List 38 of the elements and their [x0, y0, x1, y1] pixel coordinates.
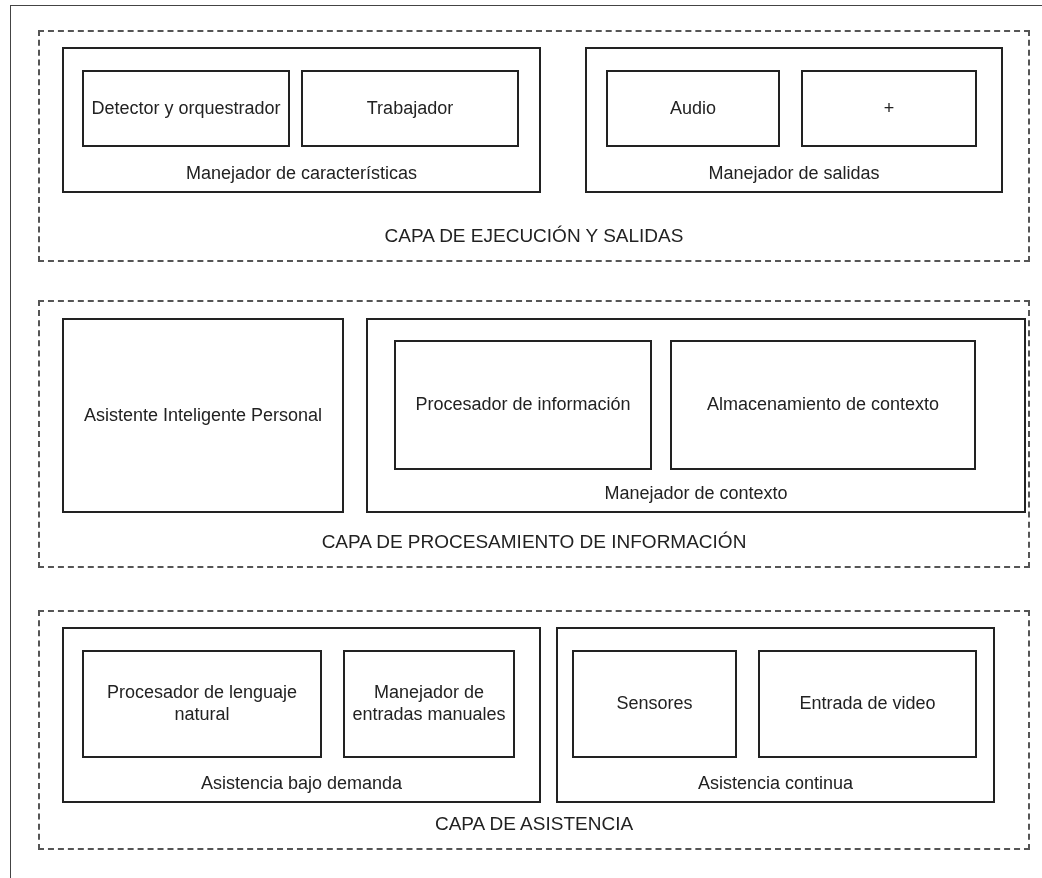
component-box	[82, 70, 290, 147]
component-box	[394, 340, 652, 470]
container-label: Manejador de salidas	[707, 163, 881, 185]
component-box	[572, 650, 737, 758]
container-label: CAPA DE EJECUCIÓN Y SALIDAS	[383, 225, 685, 248]
component-label: Entrada de video	[798, 693, 937, 715]
container-label: Manejador de características	[184, 163, 419, 185]
component-label: +	[882, 97, 896, 120]
layer-container	[38, 30, 1030, 262]
component-box	[82, 650, 322, 758]
component-label: Sensores	[615, 693, 694, 715]
container-label: Asistencia bajo demanda	[199, 773, 404, 795]
container-label: Asistencia continua	[696, 773, 855, 795]
component-label: Audio	[668, 97, 717, 120]
component-box	[758, 650, 977, 758]
component-label: Asistente Inteligente Personal	[82, 404, 324, 427]
layer-container	[38, 610, 1030, 850]
component-box	[343, 650, 515, 758]
container-label: CAPA DE ASISTENCIA	[433, 813, 635, 836]
component-box	[301, 70, 519, 147]
group-box	[585, 47, 1003, 193]
container-label: CAPA DE PROCESAMIENTO DE INFORMACIÓN	[320, 531, 748, 554]
component-label: Procesador de información	[414, 394, 632, 416]
component-label: Detector y orquestrador	[90, 97, 282, 120]
component-label: Procesador de lenguaje natural	[105, 682, 299, 726]
component-label: Manejador de entradas manuales	[351, 682, 507, 726]
component-box	[62, 318, 344, 513]
group-box	[366, 318, 1026, 513]
component-label: Trabajador	[365, 97, 455, 120]
component-box	[606, 70, 780, 147]
component-label: Almacenamiento de contexto	[705, 394, 941, 416]
container-label: Manejador de contexto	[603, 483, 789, 505]
component-box	[670, 340, 976, 470]
group-box	[556, 627, 995, 803]
layer-container	[38, 300, 1030, 568]
group-box	[62, 627, 541, 803]
group-box	[62, 47, 541, 193]
component-box	[801, 70, 977, 147]
